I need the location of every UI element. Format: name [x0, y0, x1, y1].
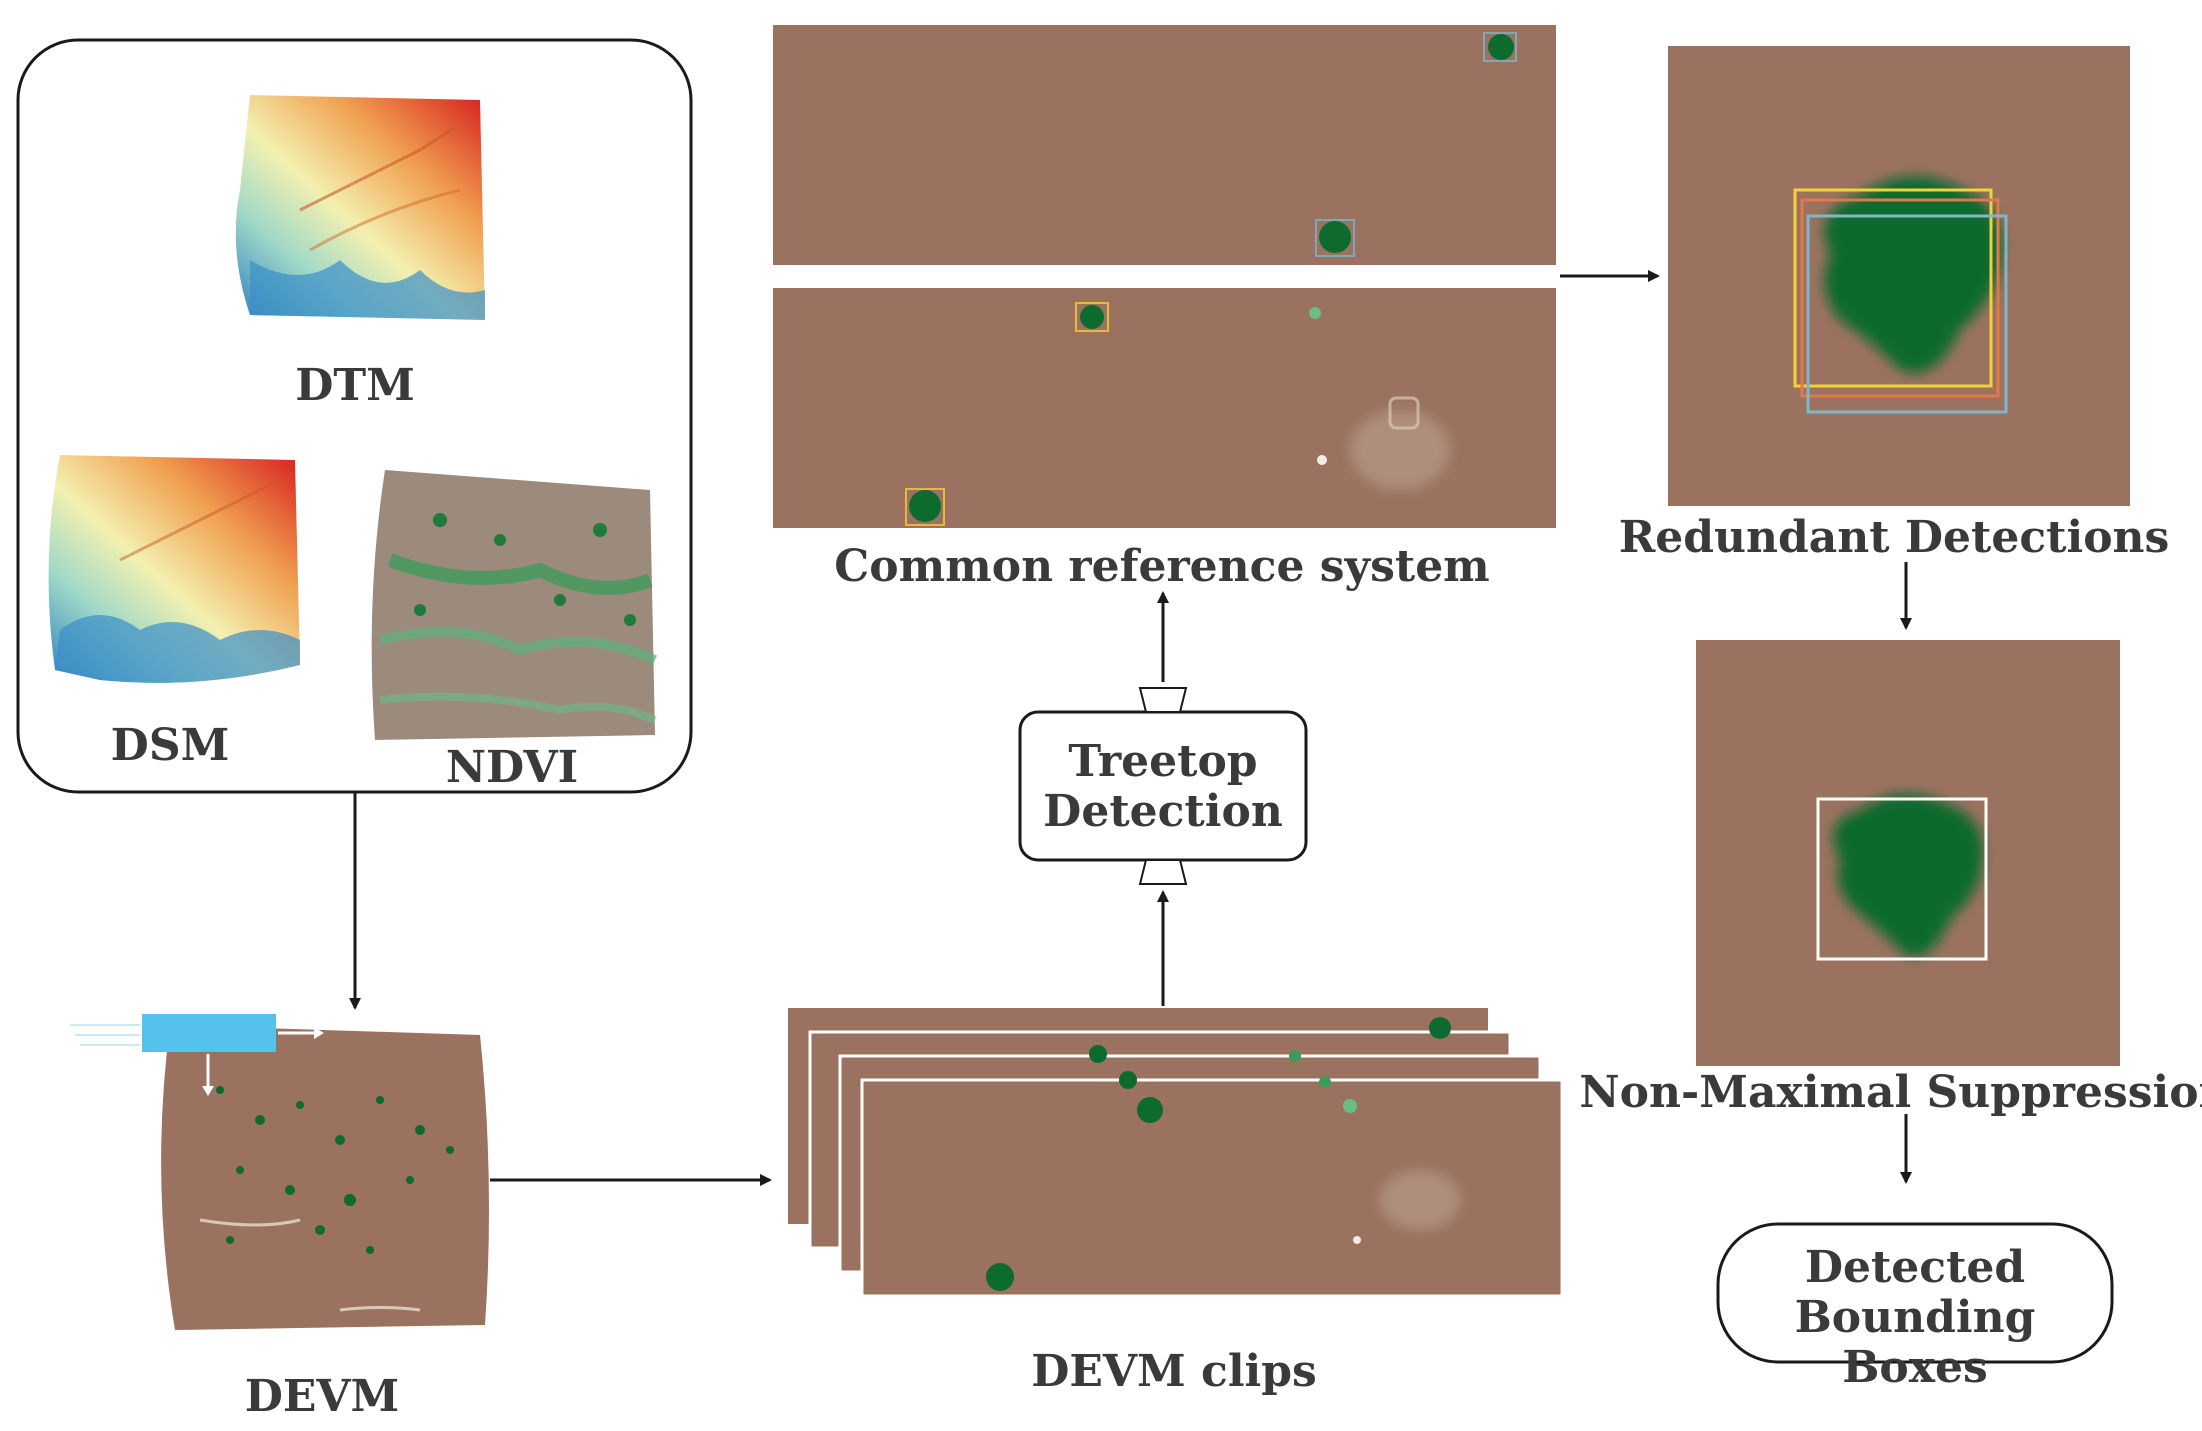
treetop-line1: Treetop: [1068, 736, 1258, 787]
treetop-funnel-top: [1138, 687, 1188, 713]
nms-label: Non-Maximal Suppression: [1579, 1067, 2202, 1118]
nms-selected-box: [1816, 797, 1988, 961]
dsm-raster: [48, 455, 300, 683]
ndvi-label: NDVI: [445, 742, 579, 793]
treetop-line2: Detection: [1043, 786, 1283, 837]
devm-clips-stack: [788, 1008, 1564, 1298]
dtm-label: DTM: [295, 360, 415, 411]
nms-panel: [1696, 640, 2120, 1066]
detection-box-yellow: [1793, 188, 1993, 388]
dsm-label: DSM: [110, 720, 230, 771]
sliding-window-icon: [70, 1014, 324, 1096]
devm-clips-label: DEVM clips: [1031, 1346, 1317, 1397]
devm-raster: [161, 1025, 489, 1330]
output-text: Detected Bounding Boxes: [1718, 1243, 2112, 1393]
output-line1: Detected: [1804, 1242, 2026, 1293]
devm-label: DEVM: [244, 1371, 400, 1422]
redundant-detections-panel: [1668, 46, 2130, 506]
flow-arrows: [349, 270, 1912, 1186]
redundant-detections-label: Redundant Detections: [1618, 512, 2170, 563]
treetop-funnel-bottom: [1138, 859, 1188, 885]
ndvi-raster: [371, 470, 658, 740]
common-reference-clip-top: [773, 25, 1556, 265]
dtm-raster: [235, 95, 485, 320]
common-reference-label: Common reference system: [834, 541, 1490, 592]
detection-box-blue: [1806, 214, 2008, 414]
output-line2: Bounding Boxes: [1794, 1292, 2036, 1393]
output-box: [1716, 1222, 2114, 1364]
detection-box-orange: [1800, 198, 2000, 398]
treetop-detection-text: Treetop Detection: [1020, 737, 1306, 837]
common-reference-clip-bottom: [773, 288, 1556, 528]
